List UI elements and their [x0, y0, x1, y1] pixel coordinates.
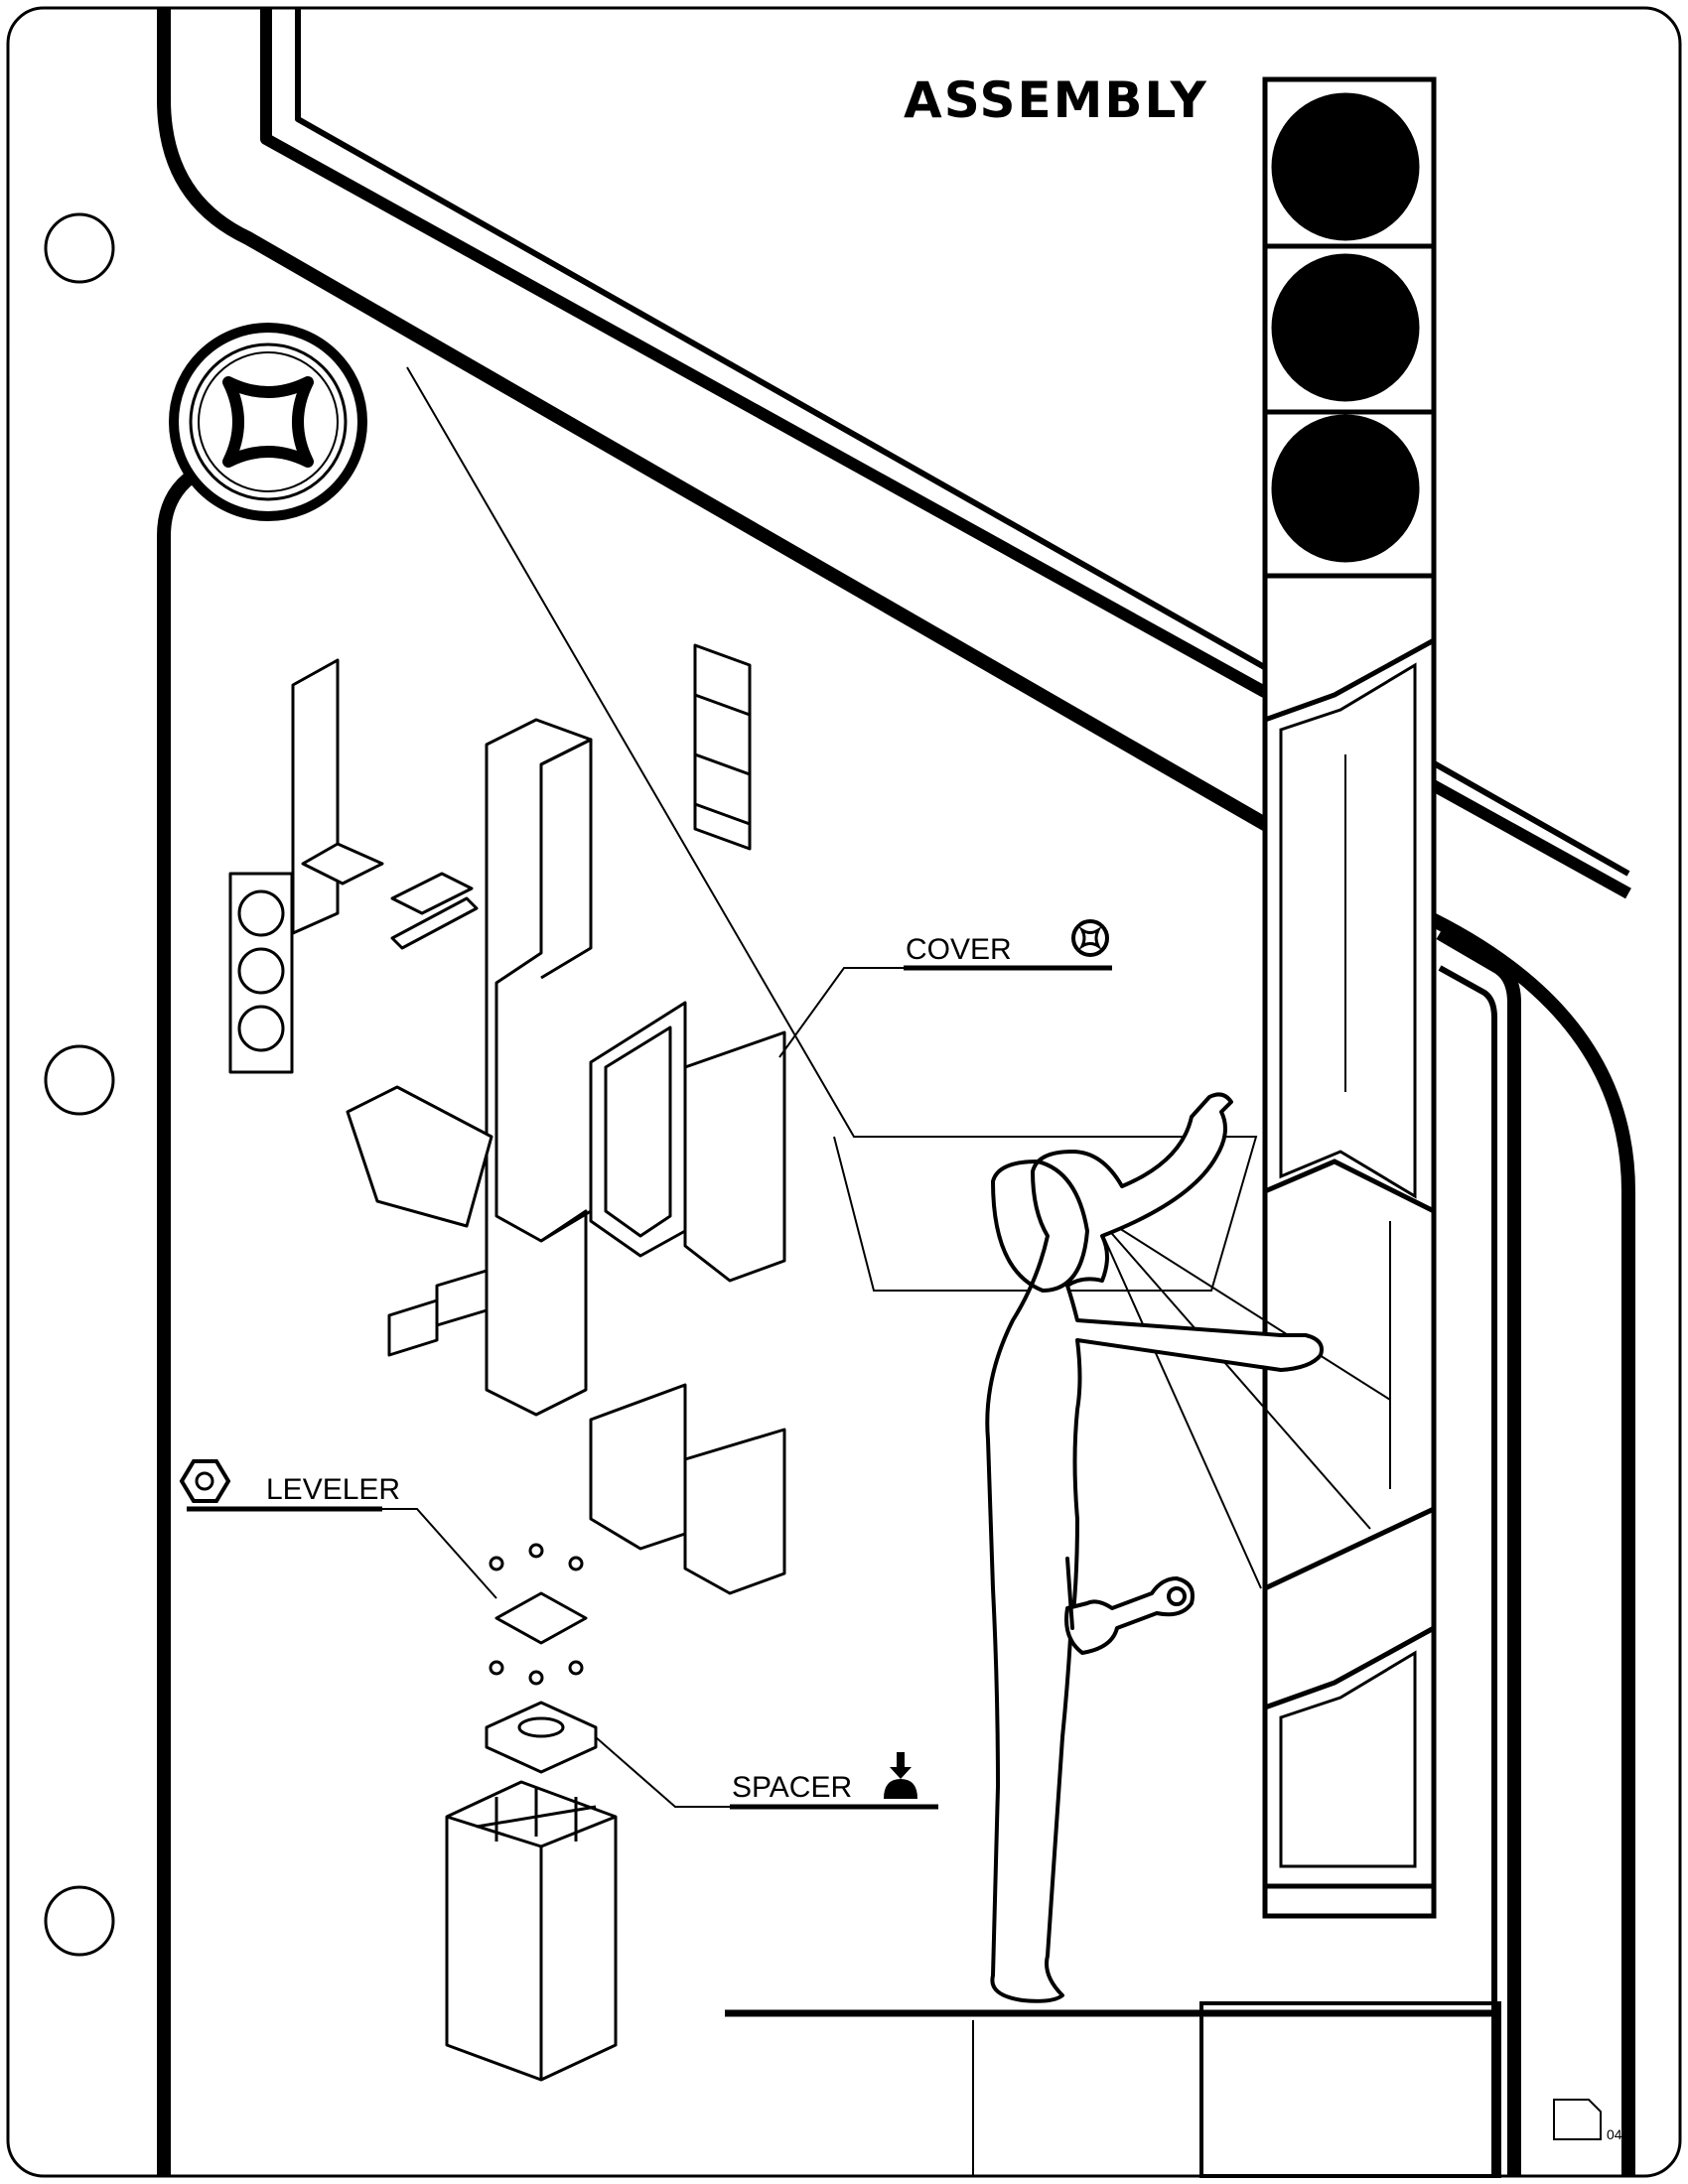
frame-stripes [157, 8, 1635, 2176]
floor-platform [725, 2001, 1501, 2178]
callout-cover: COVER [778, 919, 1112, 1058]
binder-hole-middle [44, 1044, 115, 1116]
exploded-parts [228, 643, 786, 2082]
hex-nut-icon [179, 1459, 231, 1503]
callout-spacer: SPACER [595, 1736, 938, 1810]
torx-socket-icon [169, 323, 367, 521]
spacer-label: SPACER [732, 1771, 852, 1804]
callout-leveler: LEVELER [179, 1459, 497, 1599]
torx-screw-icon [1071, 919, 1109, 957]
sight-lines [406, 366, 1391, 1589]
cover-label: COVER [906, 933, 1012, 966]
binder-hole-bottom [44, 1885, 115, 1957]
page-border [6, 6, 1682, 2178]
human-figure [985, 1092, 1324, 2003]
page-number-block: 04 [1553, 2099, 1622, 2142]
traffic-light-column [1262, 76, 1437, 1919]
press-down-icon [884, 1752, 917, 1799]
leveler-label: LEVELER [266, 1473, 400, 1506]
binder-hole-top [44, 212, 115, 284]
page-number: 04 [1607, 2126, 1622, 2142]
page-title: ASSEMBLY [904, 71, 1208, 129]
page-icon [1553, 2099, 1602, 2140]
